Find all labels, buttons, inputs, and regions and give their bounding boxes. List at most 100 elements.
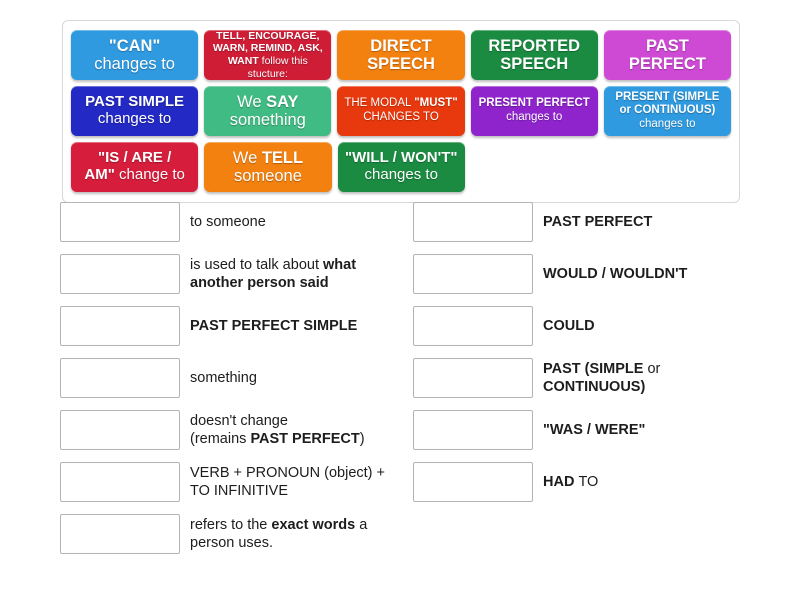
tile-line: PRESENT PERFECT [478, 97, 590, 110]
tile-line: PAST SIMPLE [85, 93, 185, 111]
drop-target-box[interactable] [413, 254, 533, 294]
tile-line: PERFECT [628, 55, 706, 73]
tile-modal-must-changes-to[interactable]: THE MODAL "MUST"CHANGES TO [337, 86, 465, 136]
tile-line: WARN, REMIND, ASK, [212, 42, 323, 55]
answer-text-segment: ) [359, 431, 365, 447]
answer-something: something [190, 369, 257, 387]
answer-what-another-person-said: is used to talk about what another perso… [190, 256, 395, 292]
drop-target-box[interactable] [413, 358, 533, 398]
tile-line: SPEECH [500, 55, 569, 73]
drop-target-box[interactable] [60, 358, 180, 398]
drop-target-box[interactable] [413, 202, 533, 242]
answer-text-segment: something [190, 369, 257, 386]
answer-text-segment: doesn't change [190, 412, 288, 429]
tile-line: changes to [364, 166, 438, 183]
answer-text-segment: PAST (SIMPLE [543, 360, 648, 377]
answer-to-someone: to someone [190, 213, 266, 231]
answer-text-segment: exact words [271, 516, 356, 533]
tile-tell-encourage-structure[interactable]: TELL, ENCOURAGE,WARN, REMIND, ASK,WANT f… [204, 30, 332, 80]
answer-row: HAD TO [413, 462, 753, 502]
tile-line: AM" change to [84, 166, 185, 183]
answer-row: something [60, 358, 400, 398]
tile-line: "WILL / WON'T" [344, 149, 458, 167]
answer-text-segment: HAD [543, 473, 579, 490]
answer-text-segment: PAST PERFECT [250, 431, 360, 447]
answer-text-segment: COULD [543, 317, 595, 334]
drop-target-box[interactable] [60, 410, 180, 450]
answer-past-simple-or-continuous: PAST (SIMPLE or CONTINUOUS) [543, 360, 748, 396]
answer-row: PAST PERFECT SIMPLE [60, 306, 400, 346]
answer-refers-to-exact-words: refers to the exact words a person uses. [190, 516, 395, 552]
tile-line: PRESENT (SIMPLE [615, 90, 720, 103]
answer-row: WOULD / WOULDN'T [413, 254, 753, 294]
answer-text-segment: CONTINUOUS) [543, 379, 646, 395]
drop-target-box[interactable] [413, 462, 533, 502]
drop-target-box[interactable] [60, 306, 180, 346]
answer-text-segment: a person uses. [190, 516, 368, 551]
tile-line: WANT follow this stucture: [227, 55, 308, 80]
answer-text-segment: refers to the [190, 516, 272, 533]
answer-text-segment: PAST PERFECT SIMPLE [190, 317, 358, 334]
tile-line: "CAN" [108, 36, 161, 55]
tile-line: We TELL [232, 148, 304, 167]
answer-text-segment: TO [578, 473, 599, 490]
answer-had-to: HAD TO [543, 473, 598, 491]
answer-row: "WAS / WERE" [413, 410, 753, 450]
answer-text-segment: or [647, 360, 661, 377]
tile-line: We SAY [237, 92, 299, 111]
answer-text-segment: what another person said [190, 256, 357, 291]
tile-line: "IS / ARE / [98, 149, 172, 167]
tile-line: CHANGES TO [363, 111, 439, 123]
tile-slot-empty [471, 142, 598, 192]
drop-target-box[interactable] [60, 254, 180, 294]
drop-target-box[interactable] [413, 410, 533, 450]
drop-target-box[interactable] [60, 514, 180, 554]
tile-line: changes to [94, 55, 175, 73]
answer-column-left: to someone is used to talk about what ano… [60, 202, 400, 566]
answer-row: VERB + PRONOUN (object) + TO INFINITIVE [60, 462, 400, 502]
tile-line: someone [234, 167, 302, 185]
tile-can-changes-to[interactable]: "CAN"changes to [71, 30, 199, 80]
answer-text-segment: WOULD / WOULDN'T [543, 265, 688, 282]
tile-line: SPEECH [367, 55, 435, 73]
tile-line: TELL, ENCOURAGE, [216, 30, 320, 42]
answer-row: COULD [413, 306, 753, 346]
tile-line: THE MODAL "MUST" [344, 97, 458, 110]
answer-would-wouldnt: WOULD / WOULDN'T [543, 265, 687, 283]
tile-line: or CONTINUOUS) [619, 104, 716, 117]
answer-past-perfect-simple: PAST PERFECT SIMPLE [190, 317, 357, 335]
answer-past-perfect: PAST PERFECT [543, 213, 652, 231]
tile-line: DIRECT [370, 36, 432, 55]
answer-column-right: PAST PERFECT WOULD / WOULDN'T COULD PAST (S… [413, 202, 753, 514]
tile-line: PAST [646, 36, 689, 55]
answer-text-segment: "WAS / WERE" [543, 421, 646, 438]
tile-line: changes to [506, 111, 563, 123]
answer-row: doesn't change(remains PAST PERFECT) [60, 410, 400, 450]
tile-is-are-am-change-to[interactable]: "IS / ARE /AM" change to [71, 142, 199, 192]
tile-line: something [229, 111, 306, 129]
answer-verb-pronoun-to-infinitive: VERB + PRONOUN (object) + TO INFINITIVE [190, 464, 395, 500]
drop-target-box[interactable] [60, 202, 180, 242]
tile-slot-empty [604, 142, 731, 192]
answer-was-were: "WAS / WERE" [543, 421, 645, 439]
answer-row: is used to talk about what another perso… [60, 254, 400, 294]
drop-target-box[interactable] [413, 306, 533, 346]
tile-line: changes to [639, 117, 696, 130]
answer-doesnt-change-remains-past-perfect: doesn't change(remains PAST PERFECT) [190, 412, 365, 448]
tile-will-wont-changes-to[interactable]: "WILL / WON'T"changes to [337, 142, 465, 192]
drop-target-box[interactable] [60, 462, 180, 502]
answer-text-segment: VERB + PRONOUN (object) + TO INFINITIVE [190, 464, 385, 499]
answer-text-segment: is used to talk about [190, 256, 323, 273]
answer-could: COULD [543, 317, 595, 335]
